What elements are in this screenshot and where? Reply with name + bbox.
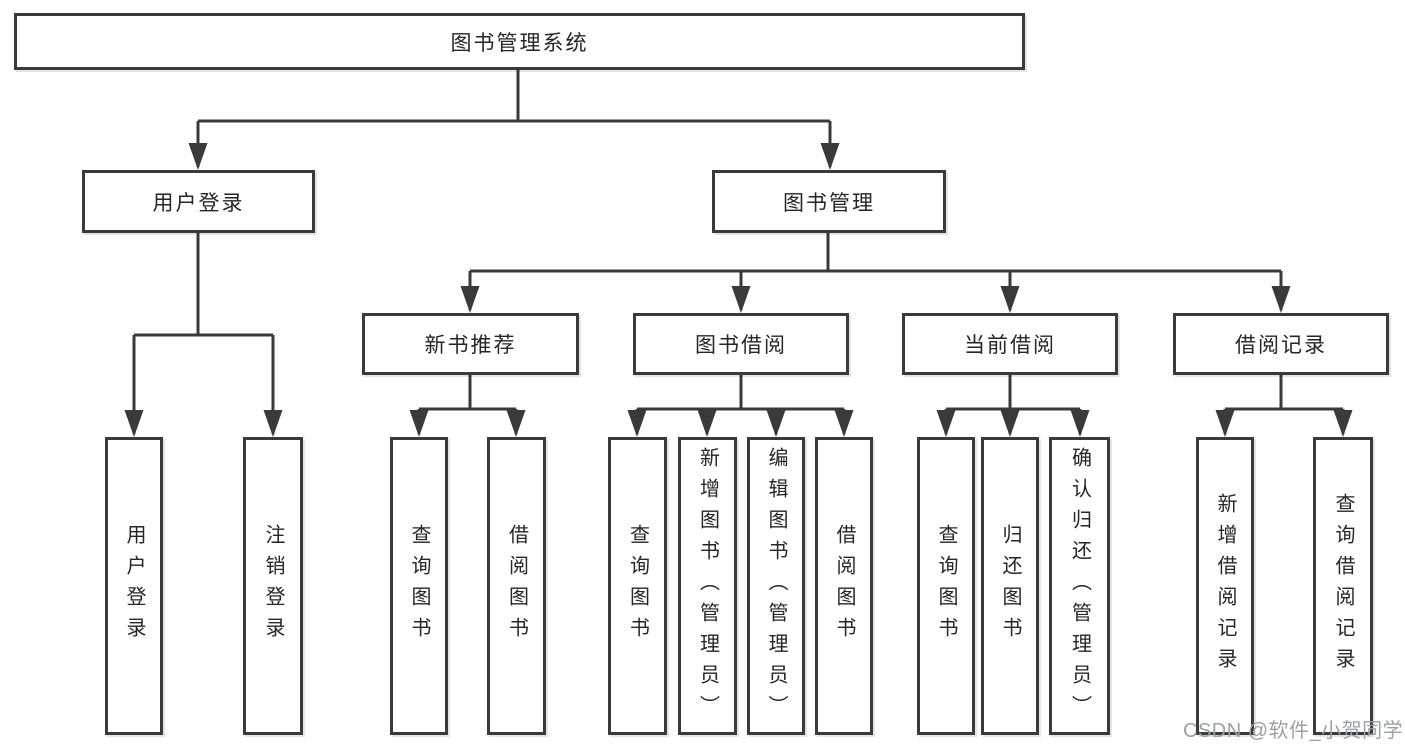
watermark: CSDN @软件_小贺同学 bbox=[1183, 720, 1404, 742]
node-current-borrow: 当前借阅 bbox=[902, 313, 1118, 375]
leaf-newbook-borrow-book: 借阅图书 bbox=[487, 437, 546, 735]
node-label: 图书借阅 bbox=[695, 334, 787, 357]
leaf-borrow-edit-book: 编辑图书（管理员） bbox=[747, 437, 805, 735]
node-label: 借阅图书 bbox=[833, 524, 855, 648]
leaf-user-login: 用户登录 bbox=[105, 437, 163, 735]
node-label: 用户登录 bbox=[152, 191, 245, 215]
node-label: 查询图书 bbox=[626, 524, 649, 648]
node-borrow-records: 借阅记录 bbox=[1173, 313, 1389, 375]
node-label: 图书管理 bbox=[783, 191, 875, 215]
node-label: 当前借阅 bbox=[964, 334, 1056, 357]
node-label: 借阅记录 bbox=[1235, 334, 1327, 357]
node-book-borrow: 图书借阅 bbox=[633, 313, 849, 375]
leaf-borrow-borrow-book: 借阅图书 bbox=[815, 437, 873, 735]
leaf-current-confirm-return: 确认归还（管理员） bbox=[1049, 437, 1110, 735]
leaf-records-query-record: 查询借阅记录 bbox=[1313, 437, 1373, 735]
node-root: 图书管理系统 bbox=[14, 13, 1025, 70]
node-label: 新增图书（管理员） bbox=[696, 446, 719, 726]
leaf-current-query-book: 查询图书 bbox=[917, 437, 975, 735]
node-label: 查询图书 bbox=[408, 524, 430, 648]
leaf-current-return-book: 归还图书 bbox=[981, 437, 1039, 735]
leaf-borrow-query-book: 查询图书 bbox=[608, 437, 667, 735]
node-new-book-recommend: 新书推荐 bbox=[362, 313, 579, 375]
arrow-down-icons bbox=[124, 143, 1353, 437]
node-label: 归还图书 bbox=[999, 524, 1021, 648]
connector-shafts bbox=[132, 68, 1345, 434]
node-label: 确认归还（管理员） bbox=[1068, 446, 1091, 726]
node-label: 图书管理系统 bbox=[450, 31, 589, 55]
leaf-logout: 注销登录 bbox=[243, 437, 303, 735]
node-label: 编辑图书（管理员） bbox=[765, 446, 787, 726]
node-label: 查询借阅记录 bbox=[1332, 493, 1354, 679]
node-label: 借阅图书 bbox=[505, 524, 528, 648]
node-label: 用户登录 bbox=[123, 524, 145, 648]
node-label: 查询图书 bbox=[935, 524, 957, 648]
leaf-records-add-record: 新增借阅记录 bbox=[1196, 437, 1254, 735]
node-label: 新增借阅记录 bbox=[1214, 493, 1236, 679]
node-label: 新书推荐 bbox=[424, 334, 517, 357]
leaf-newbook-query-book: 查询图书 bbox=[390, 437, 448, 735]
node-label: 注销登录 bbox=[262, 524, 284, 648]
leaf-borrow-add-book: 新增图书（管理员） bbox=[678, 437, 737, 735]
node-book-management: 图书管理 bbox=[712, 170, 946, 233]
node-user-login: 用户登录 bbox=[82, 170, 315, 233]
